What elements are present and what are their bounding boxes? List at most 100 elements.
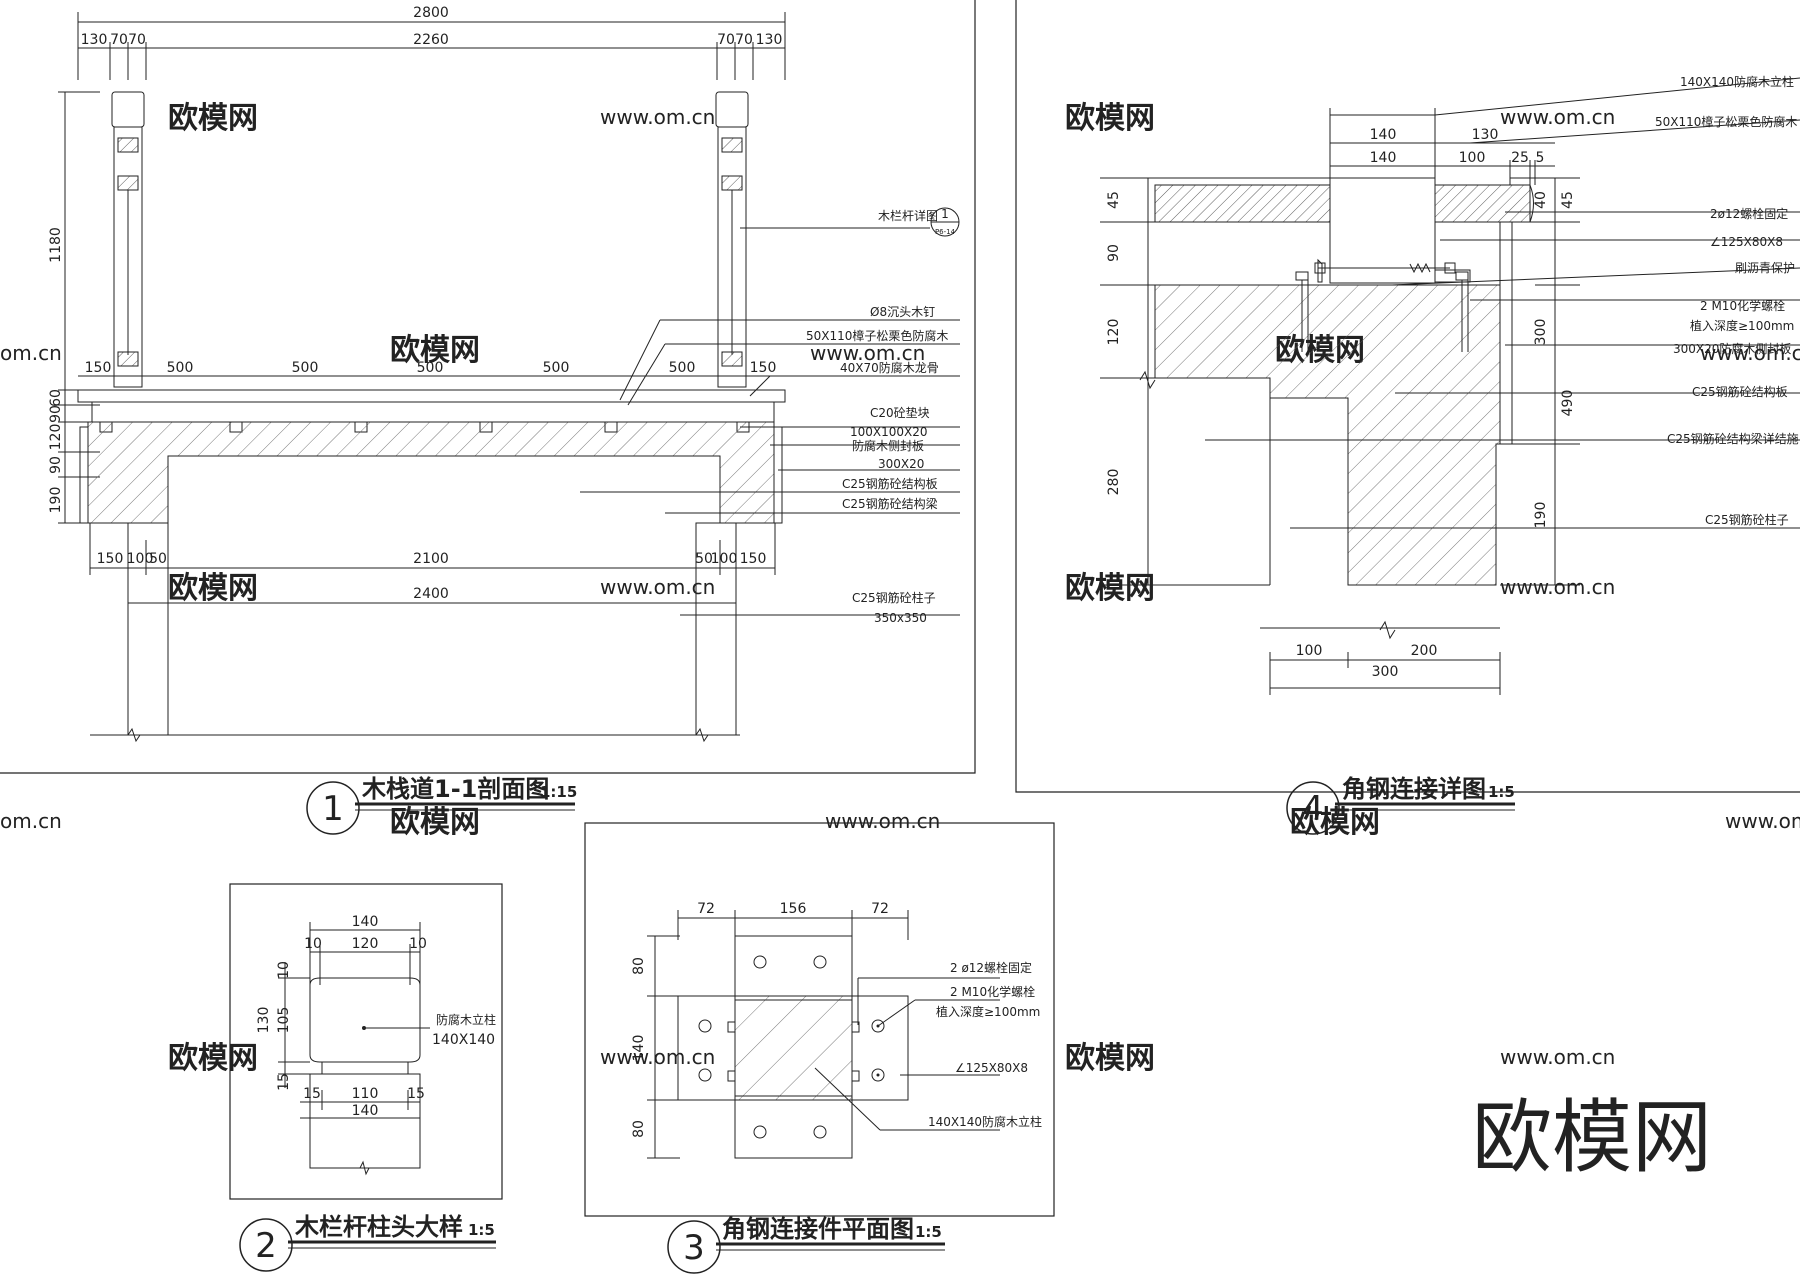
- dim-text: 45: [1560, 191, 1576, 209]
- dim-text: 40: [1533, 191, 1549, 209]
- material-label: 100X100X20: [850, 425, 928, 439]
- dim-text: 300: [1372, 664, 1399, 680]
- dim-text: 15: [407, 1086, 425, 1102]
- dim-text: 2800: [413, 5, 449, 21]
- watermark: om.cn: [0, 809, 62, 833]
- dim-text: 15: [303, 1086, 321, 1102]
- dim-text: 500: [417, 360, 444, 376]
- watermark: www.om.cn: [1500, 1045, 1615, 1069]
- material-label: C25钢筋砼柱子: [1705, 512, 1789, 527]
- material-label: 植入深度≥100mm: [1690, 318, 1794, 333]
- watermark: www.om.cn: [600, 1045, 715, 1069]
- watermark: www.om.cn: [600, 575, 715, 599]
- detail-number: 1: [322, 789, 344, 829]
- dim-text: 70: [735, 32, 753, 48]
- dim-text: 70: [128, 32, 146, 48]
- dim-text: 72: [871, 901, 889, 917]
- panel-scale: 1:5: [468, 1221, 495, 1239]
- watermark: om.cn: [0, 341, 62, 365]
- dim-text: 90: [48, 456, 64, 474]
- dim-text: 140: [631, 1035, 647, 1062]
- dim-text: 300: [1533, 319, 1549, 346]
- dim-text: 50: [149, 551, 167, 567]
- watermark: 欧模网: [168, 101, 258, 136]
- panel-title: 角钢连接详图: [1342, 775, 1486, 803]
- dim-text: 80: [631, 1120, 647, 1138]
- dim-text: 10: [276, 961, 292, 979]
- material-label: ∠125X80X8: [1710, 235, 1783, 249]
- dim-text: 140: [352, 1103, 379, 1119]
- watermark: 欧模网: [390, 805, 480, 840]
- callout-label: 木栏杆详图: [878, 208, 938, 223]
- material-label: C25钢筋砼结构板: [842, 476, 938, 491]
- watermark: www.om.cn: [600, 105, 715, 129]
- callout-number: 1: [941, 207, 949, 221]
- dim-text: 5: [1536, 150, 1545, 166]
- dim-text: 105: [276, 1007, 292, 1034]
- panel-scale: 1:5: [915, 1223, 942, 1241]
- dim-text: 200: [1411, 643, 1438, 659]
- material-label: 2ø12螺栓固定: [1710, 206, 1788, 221]
- watermark: www.om.cn: [810, 341, 925, 365]
- watermark: www.om.cn: [1500, 575, 1615, 599]
- dim-text: 2100: [413, 551, 449, 567]
- dim-text: 150: [740, 551, 767, 567]
- dim-text: 70: [717, 32, 735, 48]
- panel-title: 角钢连接件平面图: [722, 1215, 914, 1243]
- dim-text: 150: [85, 360, 112, 376]
- panel-title: 木栈道1-1剖面图: [361, 775, 549, 803]
- detail-number: 3: [683, 1228, 705, 1268]
- dim-text: 156: [780, 901, 807, 917]
- dim-text: 90: [48, 405, 64, 423]
- detail-number: 4: [1302, 789, 1324, 829]
- material-label: 植入深度≥100mm: [936, 1004, 1040, 1019]
- site-logo: 欧模网: [1472, 1091, 1712, 1184]
- watermark: 欧模网: [168, 571, 258, 606]
- dim-text: 130: [1472, 127, 1499, 143]
- dim-text: 2400: [413, 586, 449, 602]
- watermark-layer: 欧模网 www.om.cn 欧模网 www.om.cn om.cn 欧模网 ww…: [0, 101, 1800, 1076]
- dim-text: 72: [697, 901, 715, 917]
- dim-text: 190: [48, 487, 64, 514]
- dim-text: 500: [669, 360, 696, 376]
- dim-text: 120: [48, 424, 64, 451]
- dim-text: 60: [48, 389, 64, 407]
- material-label: 140X140防腐木立柱: [1680, 74, 1794, 89]
- material-label: 300X20防腐木侧封板: [1673, 341, 1791, 356]
- material-label: 2 M10化学螺栓: [1700, 298, 1785, 313]
- watermark: www.om.cn: [1725, 809, 1800, 833]
- dim-text: 70: [110, 32, 128, 48]
- watermark: 欧模网: [1065, 1041, 1155, 1076]
- dim-text: 120: [352, 936, 379, 952]
- material-label: ∠125X80X8: [955, 1061, 1028, 1075]
- dim-text: 130: [81, 32, 108, 48]
- watermark: 欧模网: [168, 1041, 258, 1076]
- dim-text: 500: [292, 360, 319, 376]
- material-label: 防腐木立柱: [436, 1012, 496, 1027]
- panel-1-section: 2800 130 70 70 2260 70 70 130 1180 60 90…: [48, 5, 960, 835]
- panel-scale: 1:15: [540, 783, 577, 801]
- material-label: 50X110樟子松栗色防腐木: [806, 328, 948, 343]
- dim-text: 110: [352, 1086, 379, 1102]
- dim-text: 100: [1296, 643, 1323, 659]
- dim-text: 90: [1106, 244, 1122, 262]
- material-label: 140X140防腐木立柱: [928, 1114, 1042, 1129]
- panel-4-angle-detail: 140 130 140 100 25 5 45 90 120 280 40 45…: [1100, 74, 1800, 835]
- dim-text: 500: [167, 360, 194, 376]
- dim-text: 25: [1511, 150, 1529, 166]
- dim-text: 150: [750, 360, 777, 376]
- material-label: 300X20: [878, 457, 924, 471]
- panel-3-angle-plan: 72 156 72 80 140 80 2 ø12螺栓固定 2 M10化学螺栓 …: [631, 901, 1042, 1274]
- dim-text: 2260: [413, 32, 449, 48]
- material-label: 350x350: [874, 611, 927, 625]
- material-label: 140X140: [432, 1032, 495, 1048]
- dim-text: 1180: [48, 227, 64, 263]
- dim-text: 100: [1459, 150, 1486, 166]
- material-label: 2 M10化学螺栓: [950, 984, 1035, 999]
- dim-text: 140: [1370, 127, 1397, 143]
- panel-2-post-head: 140 10 120 10 10 130 105 15 15 110 15 14…: [239, 914, 496, 1272]
- material-label: C20砼垫块: [870, 405, 930, 420]
- dim-text: 490: [1560, 390, 1576, 417]
- panel-frames: [0, 0, 1800, 1217]
